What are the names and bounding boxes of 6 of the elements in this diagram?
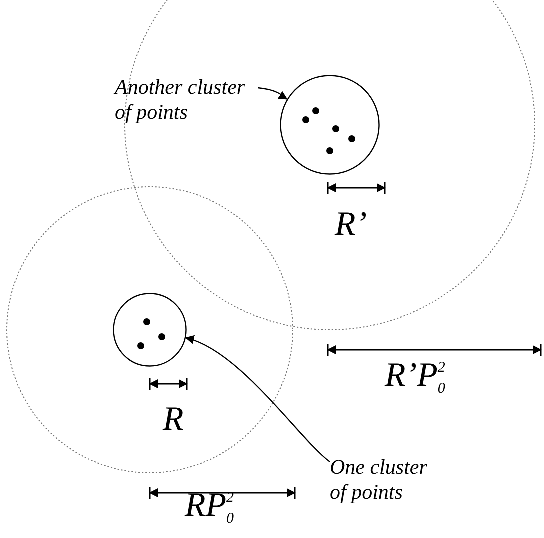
dimension-label: R <box>163 402 184 438</box>
leader-arrow <box>185 336 330 462</box>
callout-text: One cluster of points <box>330 455 428 505</box>
callout-text: Another cluster of points <box>115 75 246 125</box>
dimension-label: R’ <box>335 207 368 243</box>
leader-arrow <box>258 87 288 100</box>
